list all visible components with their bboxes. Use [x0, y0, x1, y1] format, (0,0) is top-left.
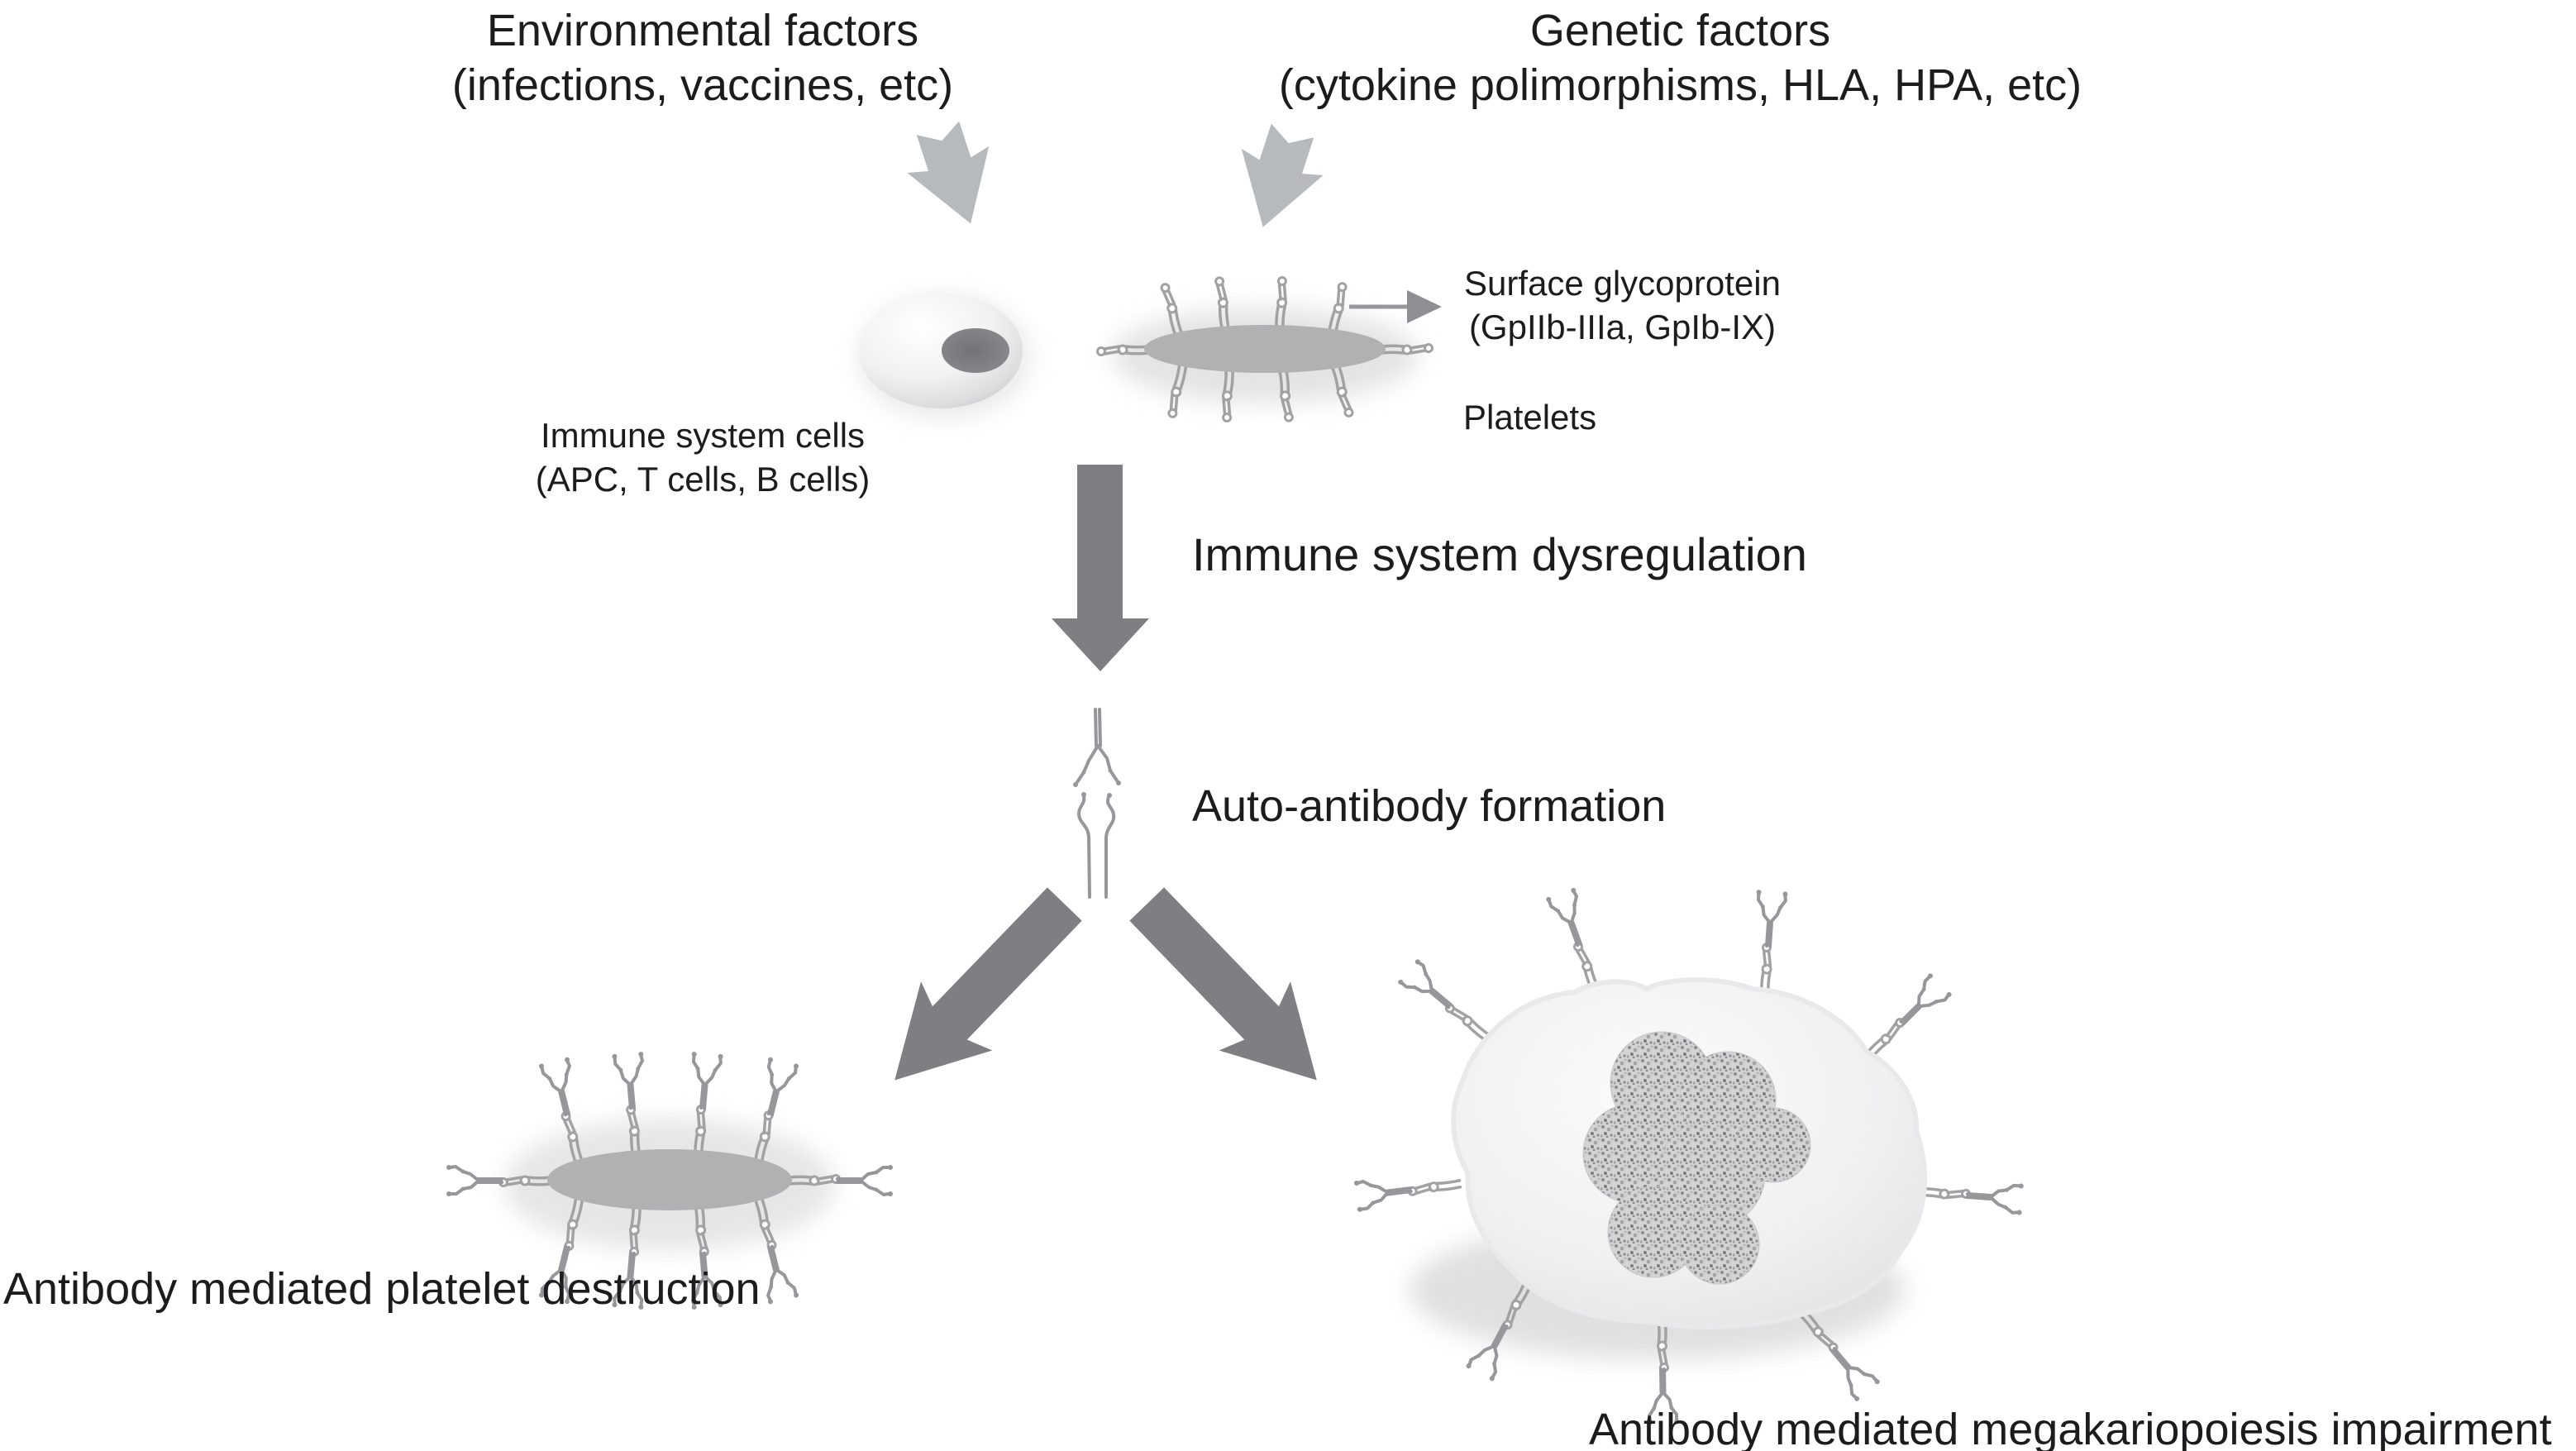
opsonized-platelet-body [547, 1149, 792, 1210]
free-antibody-icon-lower [1077, 792, 1116, 899]
genetic-factors-subtitle: (cytokine polimorphisms, HLA, HPA, etc) [1278, 60, 2082, 110]
environmental-arrow-icon [897, 114, 1010, 238]
environmental-factors-title: Environmental factors [486, 6, 919, 55]
surface-glycoprotein-label: Surface glycoprotein (GpIIb-IIIa, GpIb-I… [1447, 261, 1798, 349]
immune-cell-nucleus [942, 328, 1009, 373]
genetic-factors-title: Genetic factors [1529, 6, 1831, 55]
dysregulation-label: Immune system dysregulation [1192, 528, 1807, 580]
platelets-label: Platelets [1463, 398, 1597, 437]
surface-glycoprotein-title: Surface glycoprotein [1464, 264, 1781, 303]
autoantibody-label: Auto-antibody formation [1192, 781, 1667, 831]
free-antibody-icon-upper [1073, 708, 1121, 787]
genetic-arrow-icon [1220, 117, 1333, 241]
megakariopoiesis-impairment-label: Antibody mediated megakariopoiesis impai… [1589, 1405, 2552, 1451]
opsonized-platelet-icon [446, 1052, 893, 1310]
platelet-destruction-label: Antibody mediated platelet destruction [3, 1264, 761, 1314]
platelet-icon [1095, 275, 1434, 423]
immune-cells-title: Immune system cells [540, 416, 866, 455]
megakaryocyte-nucleus [1582, 1031, 1811, 1285]
glycoprotein-pointer-icon [1349, 290, 1442, 323]
environmental-factors-label: Environmental factors (infections, vacci… [231, 3, 1174, 112]
platelet-body [1144, 325, 1386, 373]
destruction-arrow-icon [859, 869, 1100, 1115]
megakaryocyte-icon [1354, 887, 2024, 1425]
immune-cells-label: Immune system cells (APC, T cells, B cel… [496, 413, 909, 501]
environmental-factors-subtitle: (infections, vaccines, etc) [451, 60, 954, 110]
surface-glycoprotein-subtitle: (GpIIb-IIIa, GpIb-IX) [1468, 308, 1777, 346]
impairment-arrow-icon [1111, 869, 1352, 1115]
immune-cells-subtitle: (APC, T cells, B cells) [535, 460, 871, 499]
dysregulation-arrow-icon [1052, 465, 1149, 671]
genetic-factors-label: Genetic factors (cytokine polimorphisms,… [1248, 3, 2112, 112]
immune-cell-icon [858, 293, 1030, 418]
